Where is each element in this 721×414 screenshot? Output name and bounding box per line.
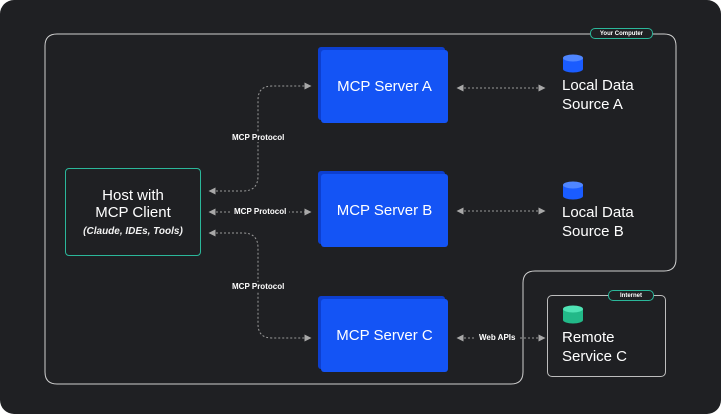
your-computer-boundary — [44, 33, 677, 385]
edge-label-protocol-a: MCP Protocol — [229, 133, 288, 142]
your-computer-label: Your Computer — [599, 30, 644, 37]
host-mcp-client-node: Host with MCP Client (Claude, IDEs, Tool… — [65, 168, 201, 256]
edge-label-protocol-b: MCP Protocol — [231, 207, 290, 216]
local-data-source-a: Local Data Source A — [562, 76, 634, 114]
mcp-server-b-node: MCP Server B — [321, 174, 448, 247]
source-b-line2: Source B — [562, 223, 624, 240]
mcp-server-a-label: MCP Server A — [337, 78, 432, 95]
host-title-line1: Host with — [102, 187, 164, 204]
host-subtitle: (Claude, IDEs, Tools) — [83, 226, 183, 237]
remote-line2: Service C — [562, 348, 628, 365]
edge-label-web-apis: Web APIs — [476, 333, 519, 342]
source-a-line2: Source A — [562, 96, 623, 113]
your-computer-tag: Your Computer — [590, 28, 653, 39]
local-data-source-b: Local Data Source B — [562, 203, 634, 241]
remote-service-c: Remote Service C — [562, 328, 627, 366]
source-a-line1: Local Data — [562, 77, 634, 94]
database-icon — [563, 181, 583, 200]
internet-tag: Internet — [608, 290, 654, 301]
source-b-line1: Local Data — [562, 204, 634, 221]
edge-label-protocol-c: MCP Protocol — [229, 282, 288, 291]
internet-boundary — [547, 295, 666, 377]
remote-service-icon — [563, 305, 583, 324]
remote-line1: Remote — [562, 329, 615, 346]
mcp-server-c-label: MCP Server C — [336, 327, 433, 344]
mcp-server-c-node: MCP Server C — [321, 299, 448, 372]
mcp-server-b-label: MCP Server B — [336, 202, 433, 219]
mcp-server-a-node: MCP Server A — [321, 50, 448, 123]
internet-label: Internet — [619, 292, 642, 299]
host-title-line2: MCP Client — [95, 204, 171, 221]
database-icon — [563, 54, 583, 73]
